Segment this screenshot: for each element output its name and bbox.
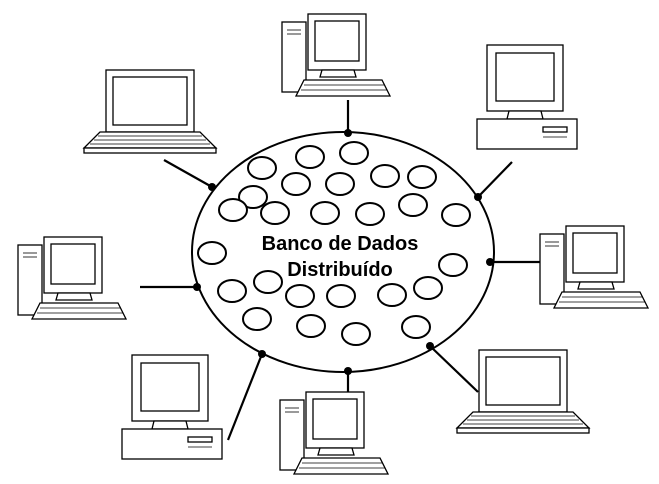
computer-bottom: [279, 391, 389, 475]
data-records: [197, 141, 471, 346]
database-label: Banco de Dados Distribuído: [262, 233, 419, 281]
computer-top: [281, 13, 391, 97]
computer-top-left: [83, 69, 217, 154]
link-top-left: [163, 159, 213, 188]
computer-right: [539, 225, 649, 309]
network-links: [140, 100, 545, 441]
computer-left-tower: [17, 236, 127, 320]
link-bottom-left: [226, 353, 264, 441]
database-label-line2: Distribuído: [287, 259, 393, 281]
computer-bottom-left: [121, 354, 223, 460]
database-label-line1: Banco de Dados: [262, 233, 419, 255]
junction-dots: [193, 129, 494, 375]
computer-top-right: [476, 44, 578, 150]
link-bottom-right: [429, 345, 479, 393]
link-top-right: [477, 161, 513, 198]
